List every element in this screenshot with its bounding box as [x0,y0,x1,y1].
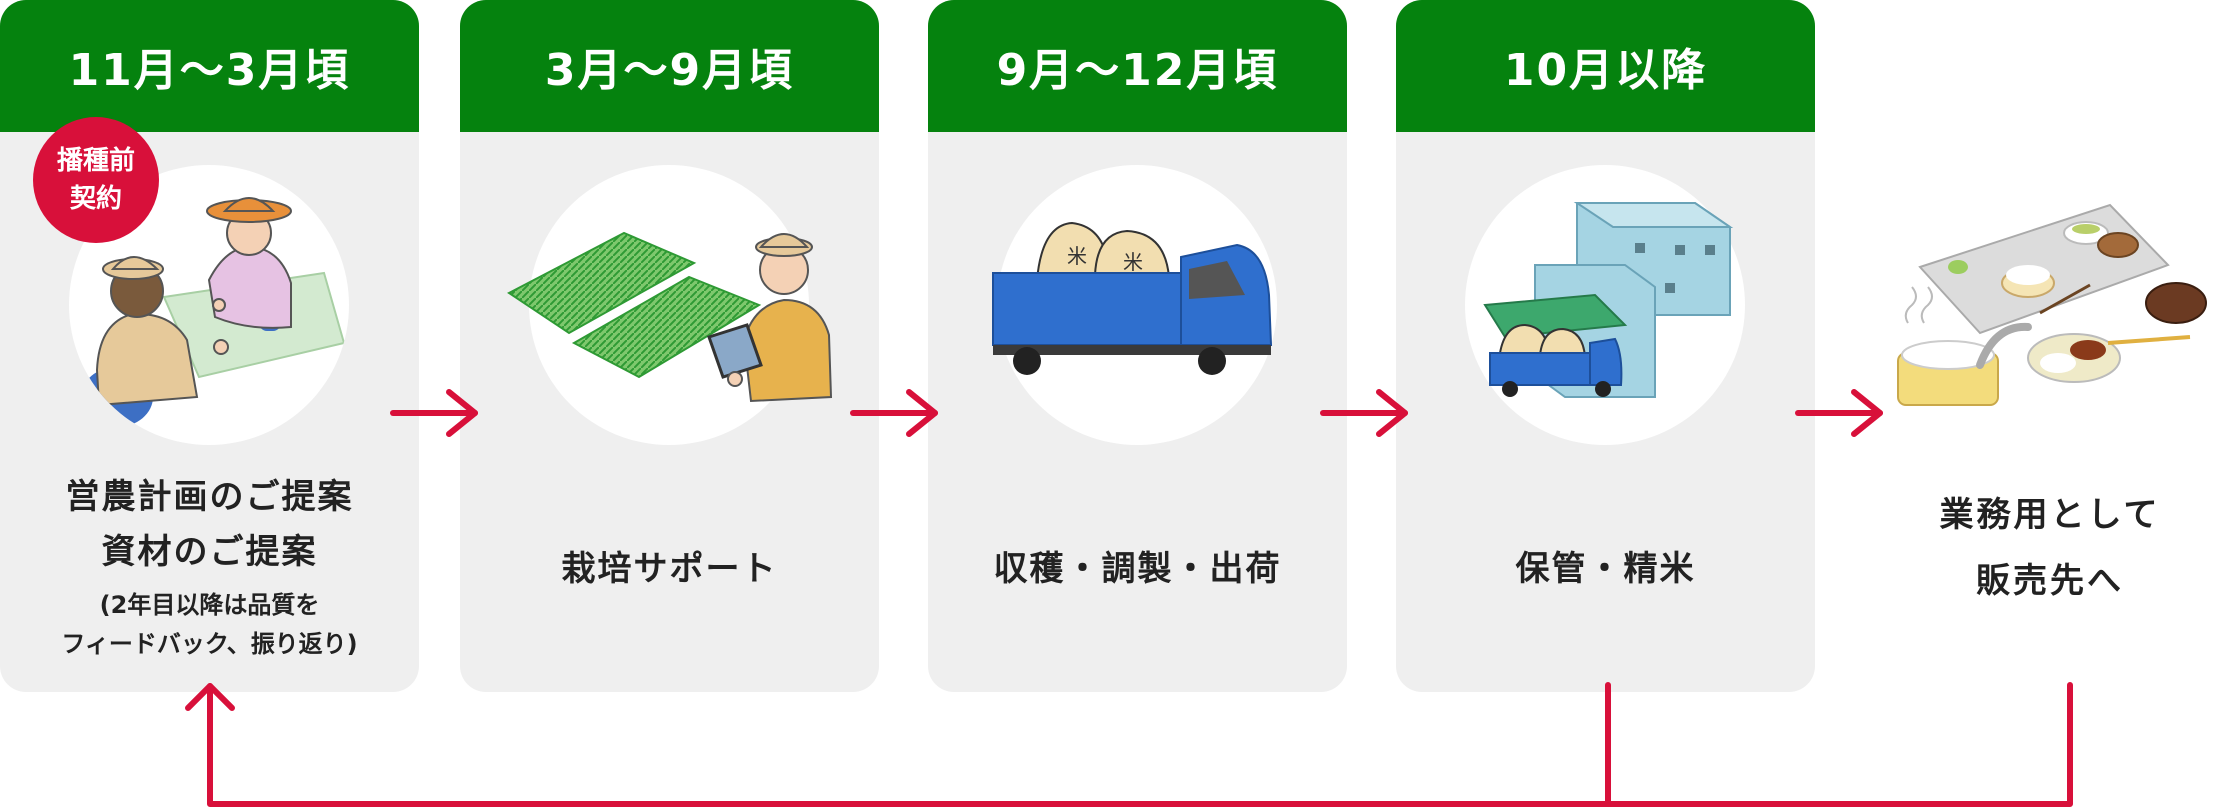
final-destination-label: 業務用として 販売先へ [1900,482,2200,614]
feedback-loop-arrow [185,682,2073,807]
badge-line: 契約 [69,184,122,214]
step-period-header: 3月〜9月頃 [460,0,879,132]
svg-text:米: 米 [1067,244,1087,268]
step-note-line: (2年目以降は品質を [99,591,320,619]
step-title-line: 資材のご提案 [101,532,318,572]
step-note-line: フィードバック、振り返り) [61,630,358,658]
step-card-storage: 10月以降 保管・精米 [1396,0,1815,692]
step-period-header: 11月〜3月頃 [0,0,419,132]
step-title-line: 営農計画のご提案 [65,477,354,517]
step-card-harvest: 9月〜12月頃 米 米 収穫・調製・出荷 [928,0,1347,692]
step-card-cultivation: 3月〜9月頃 栽培サポート [460,0,879,692]
svg-text:米: 米 [1123,250,1143,274]
step-title-line: 収穫・調製・出荷 [993,549,1282,589]
step-title-line: 保管・精米 [1515,549,1696,589]
final-line: 業務用として [1939,495,2161,535]
step-period-header: 10月以降 [1396,0,1815,132]
rice-truck-icon: 米 米 [992,165,1277,445]
contract-meeting-icon [69,165,349,445]
pre-sowing-contract-badge: 播種前 契約 [33,117,159,243]
final-line: 販売先へ [1976,561,2124,601]
badge-line: 播種前 [56,146,135,176]
meal-tray-icon [1890,195,2218,435]
step-card-planning: 11月〜3月頃 営農計画のご提案 資材のご提案 (2年目以降は品質を フィードバ… [0,0,419,692]
field-tablet-icon [507,165,833,445]
step-period-header: 9月〜12月頃 [928,0,1347,132]
step-title-line: 栽培サポート [561,549,778,589]
warehouse-icon [1465,165,1745,445]
